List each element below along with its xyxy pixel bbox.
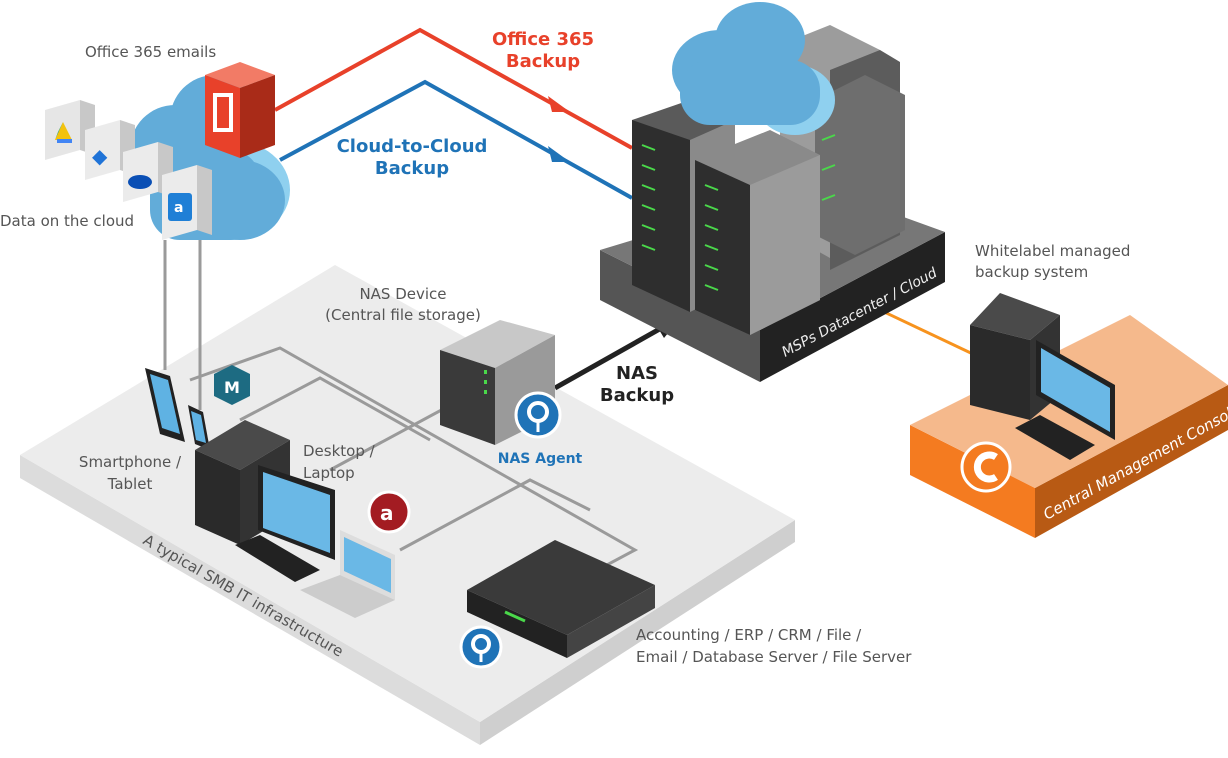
tablet-icon [145, 368, 185, 442]
console-link-line [879, 308, 976, 357]
onedrive-icon [123, 142, 173, 202]
nas-backup-label-1: NAS [616, 363, 658, 384]
server-label-1: Accounting / ERP / CRM / File / [636, 626, 862, 644]
smartphone-tablet-label-2: Tablet [107, 475, 153, 493]
console-c-icon [960, 441, 1012, 493]
smartphone-icon [188, 405, 210, 450]
nas-backup-label-2: Backup [600, 385, 674, 406]
cloud-service-tiles: ◆ a [45, 100, 212, 240]
whitelabel-label-2: backup system [975, 263, 1088, 281]
office365-arrow-icon [548, 96, 570, 112]
svg-text:◆: ◆ [92, 144, 108, 168]
svg-text:M: M [224, 378, 240, 397]
server-appliance [467, 540, 655, 658]
smartphone-tablet-label-1: Smartphone / [79, 453, 182, 471]
desktop-laptop-label-1: Desktop / [303, 442, 376, 460]
laptop-icon [300, 530, 395, 618]
nas-agent-icon [514, 391, 562, 439]
office365-backup-label-2: Backup [506, 51, 580, 72]
svg-text:a: a [174, 200, 183, 216]
c2c-backup-label-1: Cloud-to-Cloud [337, 136, 488, 157]
msp360-m-icon: M [214, 365, 250, 405]
server-agent-icon [459, 625, 503, 669]
nas-backup-line [553, 323, 667, 391]
agent-icon: a [367, 490, 411, 534]
office365-icon [205, 62, 275, 158]
nas-agent-label: NAS Agent [498, 451, 583, 467]
c2c-arrow-icon [548, 146, 570, 162]
svg-text:a: a [380, 501, 394, 525]
console-computer-icon [970, 293, 1115, 460]
amazon-drive-icon: a [162, 165, 212, 240]
office365-emails-label: Office 365 emails [85, 43, 216, 61]
nas-device-label-2: (Central file storage) [325, 306, 481, 324]
server-label-2: Email / Database Server / File Server [636, 648, 912, 666]
whitelabel-label-1: Whitelabel managed [975, 242, 1130, 260]
server-racks [632, 25, 905, 335]
c2c-backup-label-2: Backup [375, 158, 449, 179]
datacenter-cloud-icon [672, 2, 835, 135]
desktop-laptop-label-2: Laptop [303, 464, 355, 482]
office365-backup-label-1: Office 365 [492, 29, 594, 50]
desktop-icon [195, 420, 335, 582]
nas-device-label-1: NAS Device [359, 285, 446, 303]
data-on-cloud-label: Data on the cloud [0, 212, 134, 230]
